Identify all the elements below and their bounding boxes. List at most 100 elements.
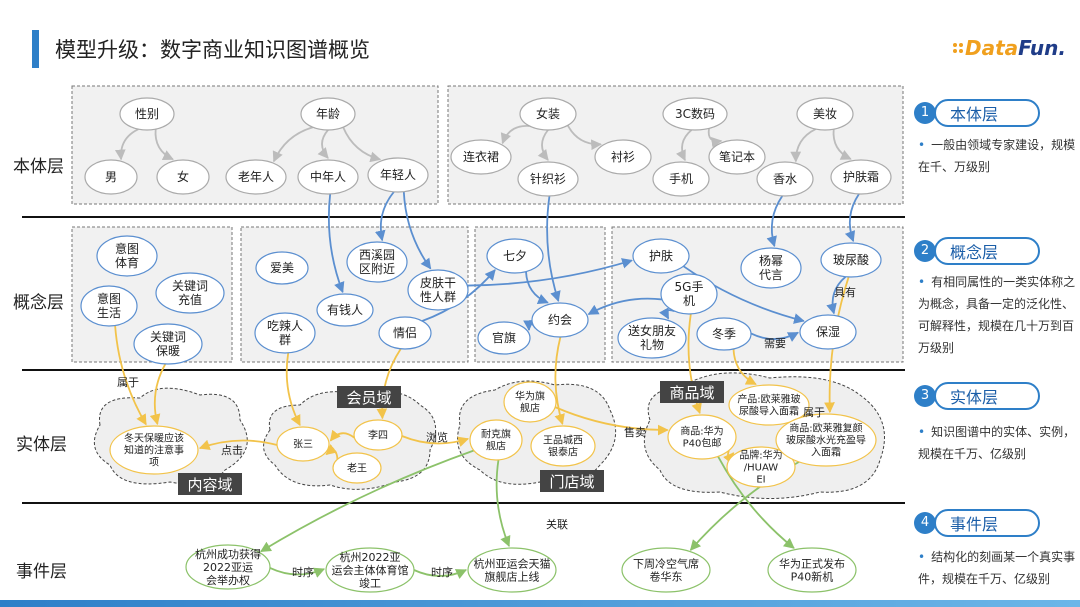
- edge-node-meizhuang-node-xiangshui: [790, 128, 817, 163]
- node-xingbie-label: 性别: [135, 107, 159, 121]
- node-songnvpy-label: 送女朋友礼物: [628, 323, 676, 352]
- node-guanqi: 官旗: [477, 321, 531, 355]
- edge-node-lisi-node-naike: [401, 435, 470, 447]
- edge-node-zhenzhishan-node-yuehui: [546, 195, 561, 303]
- node-baoshi-label: 保湿: [816, 324, 840, 339]
- node-meizhuang-label: 美妆: [813, 107, 837, 121]
- node-lianyiqun-label: 连衣裙: [463, 149, 499, 164]
- rel-shoumai: 售卖: [624, 425, 646, 439]
- edge-node-nvzhuang-node-lianyiqun: [500, 124, 530, 145]
- edge-node-qinglv-node-lisi: [376, 348, 402, 420]
- edge-node-xingbie-node-nv: [154, 129, 174, 161]
- edge-node-lisi-node-zhangsan: [329, 429, 355, 442]
- edge-node-gjc-baonuan-node-dongtian: [149, 363, 167, 426]
- node-laonian-label: 老年人: [238, 170, 274, 184]
- node-aimei: 爱美: [255, 251, 309, 285]
- rel-xuyao: 需要: [764, 337, 786, 350]
- node-zhongnian-label: 中年人: [310, 169, 346, 184]
- edge-node-shuma-node-bijiben: [707, 128, 723, 148]
- edge-node-ev1-node-ev2: [269, 567, 326, 578]
- edge-node-shuma-node-shouji: [675, 129, 693, 162]
- node-ev4-label: 下周冷空气席卷华东: [633, 556, 699, 583]
- node-gjc-baonuan-label: 关键词保暖: [150, 330, 186, 358]
- side-num-4: 4: [914, 512, 936, 534]
- node-baoshi: 保湿: [799, 314, 857, 350]
- rel-guanlian: 关联: [546, 517, 568, 531]
- edge-node-naike-node-ev3: [495, 459, 511, 548]
- edge-node-dongji-node-prod-ou: [732, 348, 757, 386]
- node-chilaren: 吃辣人群: [254, 312, 316, 354]
- side-desc-concept: 有相同属性的一类实体称之为概念，具备一定的泛化性、可解释性，规模在几十万到百万级…: [918, 271, 1076, 359]
- node-naike: 耐克旗舰店: [469, 419, 523, 461]
- svg-text:门店域: 门店域: [549, 473, 594, 491]
- node-hufushuang-label: 护肤霜: [843, 169, 879, 184]
- node-ev3-label: 杭州亚运会天猫旗舰店上线: [474, 556, 551, 583]
- edge-node-xiangshui-node-yangmi: [766, 195, 784, 248]
- edge-node-nianling-node-zhongnian: [317, 129, 329, 159]
- node-prod-ou-label: 产品:欧莱雅玻尿酸导入面霜: [737, 393, 800, 418]
- node-youqianren-label: 有钱人: [327, 302, 363, 317]
- node-aimei-label: 爱美: [270, 261, 294, 275]
- layer-separators: [22, 216, 905, 504]
- tag-mendianyu: 门店域: [540, 470, 604, 492]
- node-huawei-qj-label: 华为旗舰店: [515, 390, 545, 415]
- tag-neirongyu: 内容域: [178, 473, 242, 495]
- node-gjc-chongzhi: 关键词充值: [155, 272, 225, 314]
- page-title: 模型升级：数字商业知识图谱概览: [55, 38, 370, 62]
- edge-node-chilaren-node-zhangsan: [285, 352, 301, 427]
- edge-node-5g-node-yuehui: [587, 297, 663, 316]
- node-laowang: 老王: [332, 452, 382, 484]
- side-num-2: 2: [914, 240, 936, 262]
- node-gjc-chongzhi-label: 关键词充值: [172, 279, 208, 307]
- edge-node-hufushuang-node-bonisuan: [844, 193, 860, 243]
- side-title-ontology: 本体层: [934, 99, 1040, 127]
- node-prod-ou: 产品:欧莱雅玻尿酸导入面霜: [728, 384, 810, 426]
- node-prod-ou2-label: 商品:欧莱雅复颜玻尿酸水光充盈导入面霜: [786, 422, 866, 459]
- node-lisi-label: 李四: [368, 429, 388, 442]
- layer-label-entity: 实体层: [16, 435, 67, 455]
- node-wangpin-label: 王品城西银泰店: [543, 435, 583, 459]
- side-title-event: 事件层: [934, 509, 1040, 537]
- node-qinglv-label: 情侣: [393, 325, 417, 340]
- node-qinglv: 情侣: [378, 316, 432, 350]
- node-bijiben-label: 笔记本: [719, 149, 755, 164]
- node-xiangshui: 香水: [756, 161, 814, 197]
- rel-shuyu2: 属于: [803, 406, 825, 419]
- node-ev2: 杭州2022亚运会主体体育馆竣工: [325, 547, 415, 593]
- node-chenshan: 衬衫: [594, 139, 652, 175]
- edge-node-prod-huawei-node-brand: [723, 450, 735, 464]
- side-num-3: 3: [914, 385, 936, 407]
- node-nv: 女: [156, 159, 210, 195]
- edge-node-zhangsan-node-dongtian: [198, 439, 278, 450]
- edge-node-nianqing-node-piful: [402, 191, 432, 270]
- node-shouji-label: 手机: [669, 172, 693, 186]
- edge-node-bonisuan-node-baoshi: [826, 276, 847, 315]
- node-xingbie: 性别: [119, 97, 175, 131]
- node-bonisuan: 玻尿酸: [820, 242, 882, 278]
- node-yuehui: 约会: [531, 302, 589, 338]
- edge-node-dongji-node-baoshi: [750, 331, 799, 342]
- node-piful: 皮肤干性人群: [407, 269, 469, 311]
- group-boxes: [71, 85, 904, 363]
- node-yitu-tiyu-label: 意图体育: [115, 241, 139, 270]
- node-qixi: 七夕: [486, 238, 544, 274]
- rel-shixu2: 时序: [431, 565, 453, 579]
- side-desc-ontology: 一般由领域专家建设，规模在千、万级别: [918, 134, 1076, 178]
- node-yuehui-label: 约会: [548, 312, 572, 327]
- edge-node-yitu-shenghuo-node-dongtian: [114, 325, 147, 426]
- node-nvzhuang-label: 女装: [536, 106, 560, 121]
- node-xixi: 西溪园区附近: [346, 241, 408, 283]
- node-dongtian-label: 冬天保暖应该知道的注意事项: [124, 432, 184, 469]
- edge-node-nianling-node-nianqing: [342, 126, 382, 163]
- node-xixi-label: 西溪园区附近: [359, 248, 395, 276]
- node-hufu-label: 护肤: [649, 248, 673, 263]
- svg-text:会员域: 会员域: [346, 389, 391, 407]
- node-shuma-label: 3C数码: [675, 106, 715, 121]
- node-zhangsan: 张三: [276, 426, 330, 462]
